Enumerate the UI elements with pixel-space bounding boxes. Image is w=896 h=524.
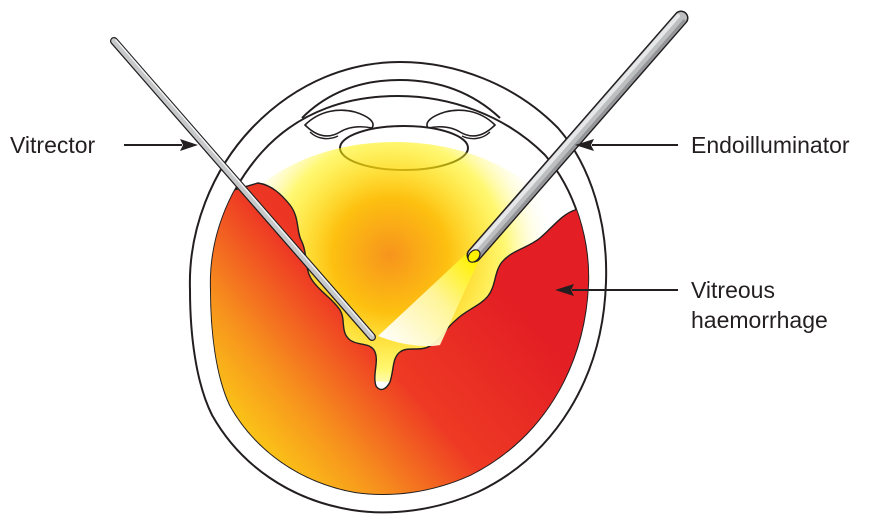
light-beam — [378, 252, 478, 347]
vitrector-arrow — [124, 139, 198, 151]
endoilluminator-instrument — [466, 10, 689, 263]
cornea — [301, 78, 501, 119]
endoilluminator-arrow — [575, 139, 678, 151]
ciliary-left — [309, 131, 339, 140]
label-vitrector: Vitrector — [10, 132, 96, 158]
haemorrhage-arrow — [555, 284, 678, 296]
label-haemorrhage-line2: haemorrhage — [691, 307, 828, 333]
label-haemorrhage-line1: Vitreous — [691, 277, 775, 303]
ciliary-right — [461, 131, 491, 140]
label-endoilluminator: Endoilluminator — [691, 132, 850, 158]
vitrector-instrument — [110, 37, 376, 341]
